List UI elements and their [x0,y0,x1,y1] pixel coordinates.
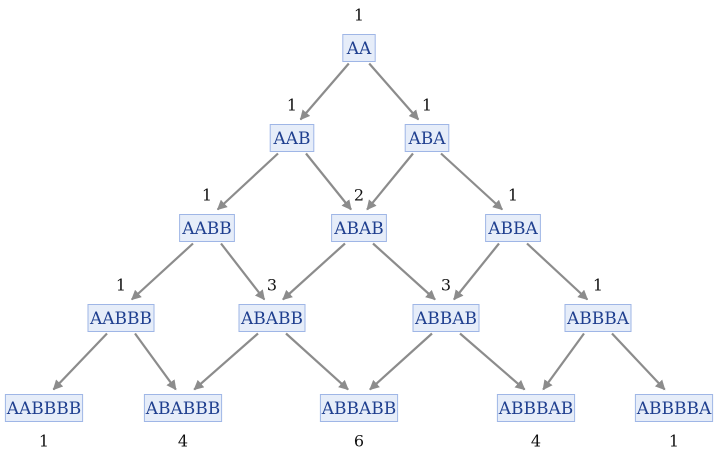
node-count: 1 [116,276,126,295]
edge-ABBA-ABBBA [526,242,589,301]
node-label: ABABBB [145,399,221,419]
node-label: ABBA [487,219,538,239]
edge-ABA-ABAB [366,152,414,211]
edge-AABBB-AABBBB [52,332,108,391]
node-ABBBA: ABBBA 1 [564,276,632,332]
node-label: ABBABB [321,399,397,419]
node-box [143,394,223,422]
node-label: AA [346,39,372,59]
node-box [238,304,306,332]
edge-AA-AAB [299,62,350,121]
edge-ABBBA-ABBBBA [611,332,666,391]
edge-ABAB-ABBAB [372,242,436,301]
node-AABBBB: AABBBB 1 [4,394,84,451]
edges-layer [52,62,666,391]
node-count: 4 [531,432,541,451]
edge-ABABB-ABABBB [193,332,259,391]
node-count: 1 [39,432,49,451]
node-label: AABB [181,219,232,239]
node-label: ABA [407,129,446,149]
edge-AABB-ABABB [220,242,266,301]
edge-ABBAB-ABBBAB [459,332,526,391]
node-box [404,124,450,152]
node-count: 1 [508,186,518,205]
node-box [331,214,387,242]
node-box [485,214,541,242]
edge-ABA-ABBA [440,152,503,211]
edge-AABBB-ABABBB [134,332,177,391]
node-count: 1 [287,96,297,115]
node-count: 1 [202,186,212,205]
node-label: ABAB [333,219,384,239]
edge-AAB-ABAB [305,152,352,211]
node-AA: AA 1 [342,6,376,62]
node-ABAB: ABAB 2 [331,186,387,242]
node-box [319,394,399,422]
node-ABBBBA: ABBBBA 1 [634,394,714,451]
node-label: ABBBA [566,309,630,329]
node-count: 1 [669,432,679,451]
node-box [342,34,376,62]
node-box [4,394,84,422]
node-box [564,304,632,332]
edge-AABB-AABBB [131,242,194,301]
node-count: 1 [354,6,364,25]
node-count: 6 [354,432,364,451]
node-count: 3 [441,276,451,295]
node-count: 2 [354,186,364,205]
edge-ABBAB-ABBABB [369,332,433,391]
edge-ABABB-ABBABB [285,332,349,391]
node-box [634,394,714,422]
node-AAB: AAB 1 [269,96,315,152]
node-label: ABBAB [414,309,477,329]
node-ABBAB: ABBAB 3 [412,276,480,332]
node-label: ABABB [240,309,303,329]
edge-ABAB-ABABB [282,242,346,301]
node-ABBA: ABBA 1 [485,186,541,242]
edge-AA-ABA [368,62,420,121]
node-count: 1 [593,276,603,295]
edge-ABBBA-ABBBAB [542,332,585,391]
node-box [269,124,315,152]
node-box [496,394,576,422]
node-ABA: ABA 1 [404,96,450,152]
node-count: 3 [267,276,277,295]
node-AABB: AABB 1 [179,186,235,242]
node-label: AABBB [89,309,152,329]
node-ABABBB: ABABBB 4 [143,394,223,451]
node-box [87,304,155,332]
node-count: 1 [422,96,432,115]
node-label: AAB [272,129,310,149]
node-box [179,214,235,242]
node-ABBABB: ABBABB 6 [319,394,399,451]
node-ABBBAB: ABBBAB 4 [496,394,576,451]
edge-ABBA-ABBAB [453,242,500,301]
edge-AAB-AABB [216,152,279,211]
nodes-layer: AA1AAB1ABA1AABB1ABAB2ABBA1AABBB1ABABB3AB… [4,6,714,451]
node-box [412,304,480,332]
node-label: ABBBAB [498,399,574,419]
node-label: ABBBBA [636,399,712,419]
node-count: 4 [178,432,188,451]
node-AABBB: AABBB 1 [87,276,155,332]
node-label: AABBBB [6,399,82,419]
node-ABABB: ABABB 3 [238,276,306,332]
